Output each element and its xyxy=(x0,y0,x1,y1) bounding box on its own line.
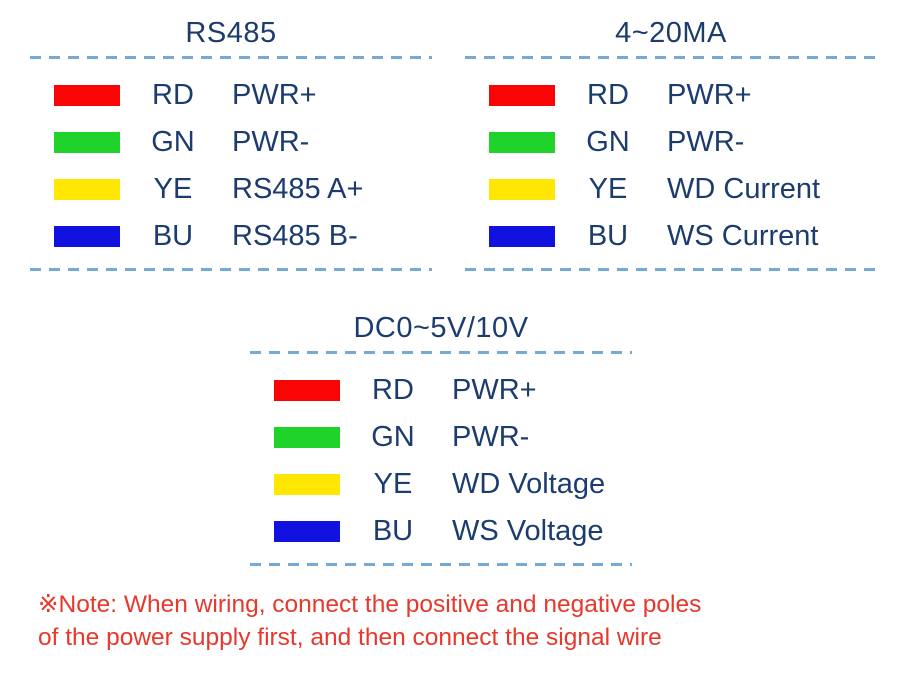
wire-code: BU xyxy=(152,220,194,252)
wire-code: RD xyxy=(587,79,629,111)
wire-swatch-green xyxy=(274,427,340,448)
wire-code: BU xyxy=(372,515,414,547)
dashed-divider-bottom xyxy=(250,563,632,566)
wire-code: YE xyxy=(373,468,413,500)
wiring-row: GN PWR- xyxy=(30,119,432,166)
wire-function-label: PWR+ xyxy=(667,79,752,111)
wire-code: GN xyxy=(586,126,630,158)
wiring-row: BU WS Current xyxy=(465,213,877,260)
dashed-divider-top xyxy=(250,351,632,354)
wiring-row: BU WS Voltage xyxy=(250,508,632,555)
wire-swatch-blue xyxy=(54,226,120,247)
wiring-row: RD PWR+ xyxy=(465,72,877,119)
wiring-row: YE WD Voltage xyxy=(250,461,632,508)
wire-swatch-yellow xyxy=(274,474,340,495)
wire-code: RD xyxy=(372,374,414,406)
wiring-table-rs485: RS485 RD PWR+ GN PWR- YE RS485 A+ BU RS4… xyxy=(30,10,432,271)
wire-function-label: PWR- xyxy=(452,421,530,453)
wiring-row: BU RS485 B- xyxy=(30,213,432,260)
dashed-divider-top xyxy=(30,56,432,59)
wiring-rows: RD PWR+ GN PWR- YE WD Voltage BU WS Volt… xyxy=(250,354,632,563)
wiring-table-4-20ma: 4~20MA RD PWR+ GN PWR- YE WD Current BU … xyxy=(465,10,877,271)
wiring-row: GN PWR- xyxy=(465,119,877,166)
table-title-dc-voltage: DC0~5V/10V xyxy=(353,312,529,344)
wire-swatch-yellow xyxy=(54,179,120,200)
wire-function-label: PWR- xyxy=(232,126,310,158)
wiring-note-line-1: ※Note: When wiring, connect the positive… xyxy=(38,591,702,618)
wiring-row: YE RS485 A+ xyxy=(30,166,432,213)
wiring-rows: RD PWR+ GN PWR- YE WD Current BU WS Curr… xyxy=(465,59,877,268)
dashed-divider-top xyxy=(465,56,877,59)
wiring-note: ※Note: When wiring, connect the positive… xyxy=(38,588,870,654)
wire-code: YE xyxy=(153,173,193,205)
wire-swatch-yellow xyxy=(489,179,555,200)
wire-swatch-red xyxy=(489,85,555,106)
wiring-row: RD PWR+ xyxy=(30,72,432,119)
wiring-row: YE WD Current xyxy=(465,166,877,213)
wiring-rows: RD PWR+ GN PWR- YE RS485 A+ BU RS485 B- xyxy=(30,59,432,268)
wiring-row: RD PWR+ xyxy=(250,367,632,414)
wiring-row: GN PWR- xyxy=(250,414,632,461)
wiring-table-dc-voltage: DC0~5V/10V RD PWR+ GN PWR- YE WD Voltage… xyxy=(250,305,632,566)
wire-function-label: WS Voltage xyxy=(452,515,604,547)
wire-function-label: PWR+ xyxy=(232,79,317,111)
wire-code: GN xyxy=(371,421,415,453)
wire-function-label: PWR+ xyxy=(452,374,537,406)
wire-code: GN xyxy=(151,126,195,158)
dashed-divider-bottom xyxy=(30,268,432,271)
wire-function-label: WD Voltage xyxy=(452,468,606,500)
wire-swatch-red xyxy=(274,380,340,401)
wire-swatch-red xyxy=(54,85,120,106)
wire-function-label: RS485 A+ xyxy=(232,173,364,205)
wire-code: YE xyxy=(588,173,628,205)
wiring-note-line-2: of the power supply first, and then conn… xyxy=(38,624,662,651)
wire-function-label: PWR- xyxy=(667,126,745,158)
wire-swatch-green xyxy=(489,132,555,153)
wire-code: RD xyxy=(152,79,194,111)
wire-swatch-blue xyxy=(489,226,555,247)
wire-function-label: WD Current xyxy=(667,173,821,205)
wire-function-label: RS485 B- xyxy=(232,220,358,252)
wire-swatch-green xyxy=(54,132,120,153)
wire-function-label: WS Current xyxy=(667,220,819,252)
wire-code: BU xyxy=(587,220,629,252)
wire-swatch-blue xyxy=(274,521,340,542)
dashed-divider-bottom xyxy=(465,268,877,271)
table-title-4-20ma: 4~20MA xyxy=(615,17,727,49)
table-title-rs485: RS485 xyxy=(185,17,277,49)
